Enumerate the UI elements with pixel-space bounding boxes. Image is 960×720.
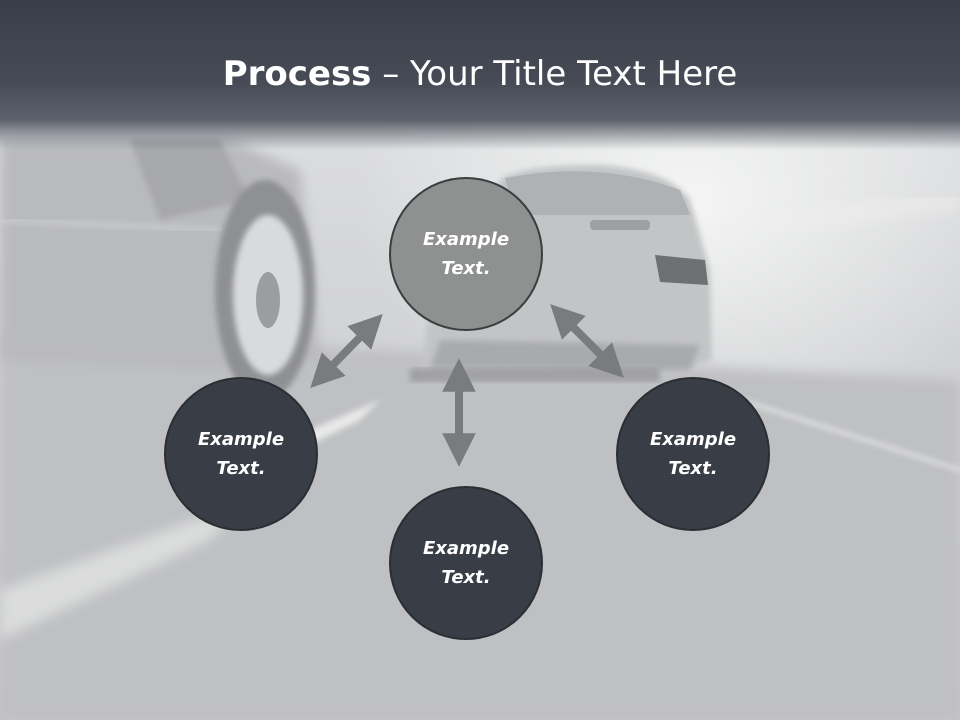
node-top-label: Example Text. [422, 229, 510, 279]
arrow-top-left-icon [310, 314, 383, 388]
node-right[interactable]: Example Text. [616, 377, 770, 531]
node-top[interactable]: Example Text. [389, 177, 543, 331]
slide-title: Process – Your Title Text Here [0, 52, 960, 96]
node-bottom[interactable]: Example Text. [389, 486, 543, 640]
node-left[interactable]: Example Text. [164, 377, 318, 531]
arrow-top-right-icon [550, 304, 624, 378]
node-right-label: Example Text. [649, 429, 737, 479]
title-bar [0, 0, 960, 150]
title-bold: Process [222, 54, 372, 94]
node-left-label: Example Text. [197, 429, 285, 479]
node-bottom-label: Example Text. [422, 538, 510, 588]
title-rest: – Your Title Text Here [371, 54, 738, 94]
